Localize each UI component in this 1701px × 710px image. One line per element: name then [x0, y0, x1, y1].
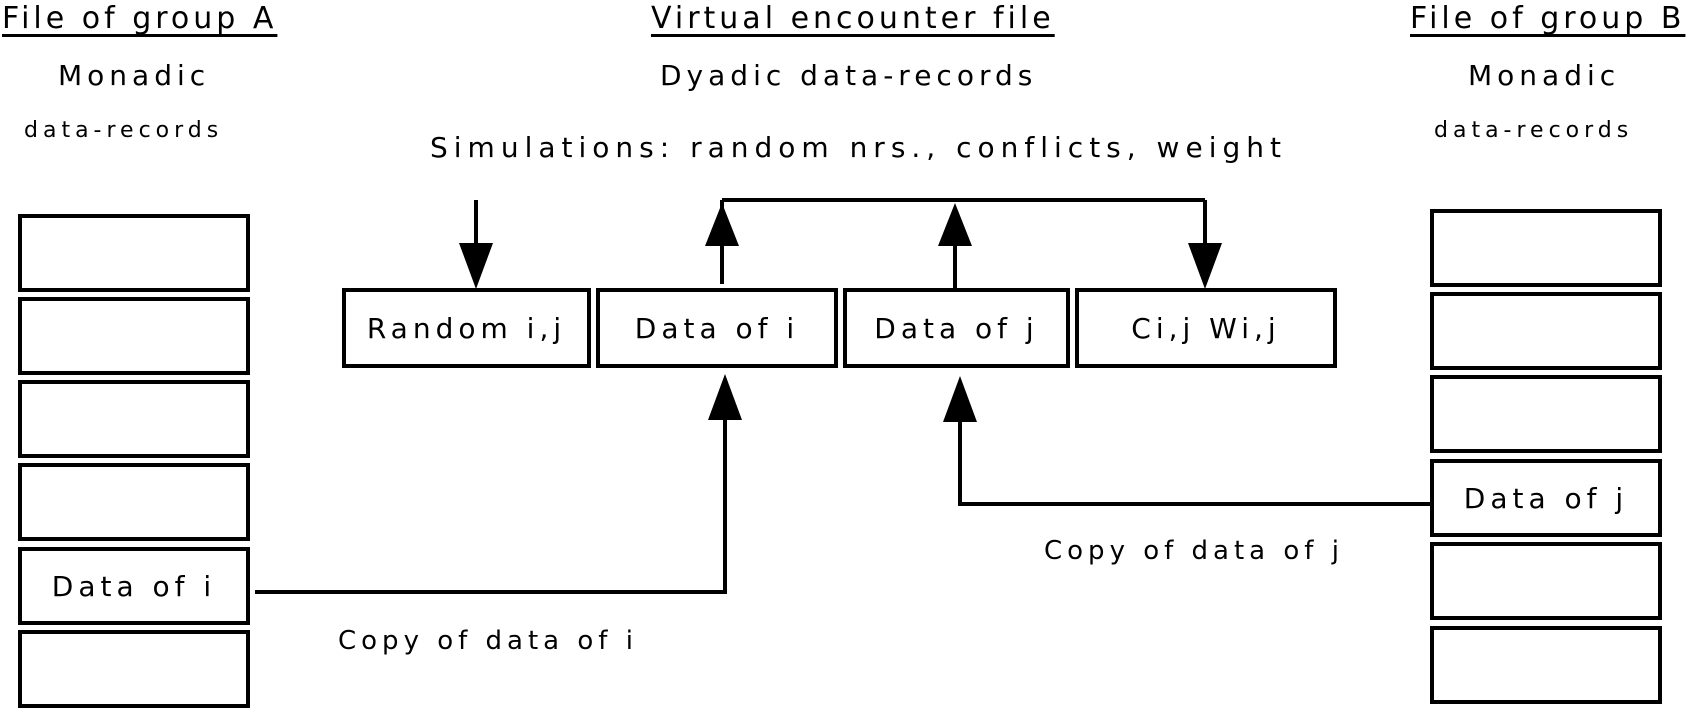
encounter-subtitle: Dyadic data-records — [660, 59, 1038, 92]
group-a-record — [18, 214, 250, 292]
group-a-heading: File of group A — [2, 1, 278, 36]
arrow-up-copy-j — [943, 376, 977, 422]
group-a-record — [18, 630, 250, 708]
group-a-record — [18, 380, 250, 458]
field-random-ij: Random i,j — [342, 288, 591, 368]
field-conflict-weight: Ci,j Wi,j — [1075, 288, 1337, 368]
group-a-record — [18, 297, 250, 375]
group-b-record — [1430, 209, 1662, 287]
group-a-subtitle-1: Monadic — [58, 59, 211, 92]
group-b-record — [1430, 375, 1662, 453]
group-b-record — [1430, 292, 1662, 370]
encounter-heading: Virtual encounter file — [651, 1, 1055, 36]
field-data-of-j: Data of j — [843, 288, 1070, 368]
copy-of-data-i-label: Copy of data of i — [338, 626, 638, 656]
group-a-subtitle-2: data-records — [24, 118, 224, 143]
arrow-up-copy-i — [708, 374, 742, 420]
copy-of-data-j-label: Copy of data of j — [1044, 536, 1344, 566]
group-a-record — [18, 463, 250, 541]
arrow-down-random — [459, 243, 493, 289]
arrow-up-data-j — [938, 203, 972, 246]
group-b-record — [1430, 542, 1662, 620]
group-b-heading: File of group B — [1410, 1, 1686, 36]
group-b-record-data-j: Data of j — [1430, 459, 1662, 537]
group-b-record — [1430, 626, 1662, 704]
group-b-subtitle-1: Monadic — [1468, 59, 1621, 92]
field-data-of-i: Data of i — [596, 288, 838, 368]
arrow-up-data-i — [705, 203, 739, 246]
arrow-down-cw — [1188, 243, 1222, 289]
group-b-subtitle-2: data-records — [1434, 118, 1634, 143]
group-a-record-data-i: Data of i — [18, 547, 250, 625]
simulations-label: Simulations: random nrs., conflicts, wei… — [430, 131, 1287, 164]
